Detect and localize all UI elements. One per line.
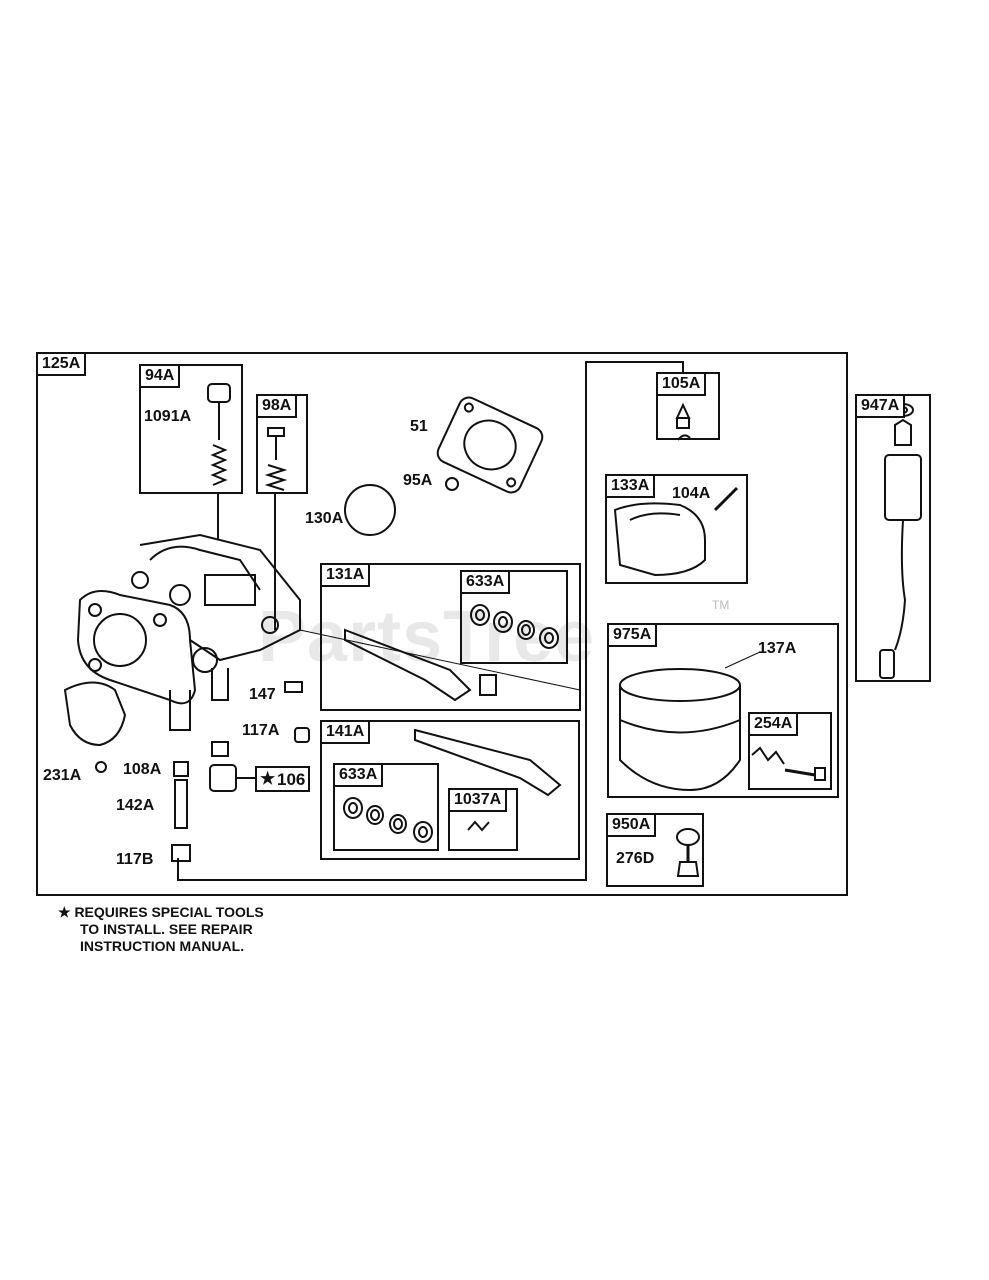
- group-tag-105A: 105A: [656, 372, 707, 396]
- carburetor-body-icon: [76, 533, 301, 731]
- part-label-147: 147: [249, 686, 276, 703]
- seal-rings-icon-633A-bottom: [343, 797, 433, 843]
- part-label-276D: 276D: [616, 850, 655, 867]
- trademark-symbol: TM: [712, 598, 730, 612]
- plug-icon-117B: [171, 844, 191, 862]
- solenoid-icon-947A: [894, 418, 912, 446]
- screw-icon-117A: [294, 727, 310, 743]
- note-line-1: ★ REQUIRES SPECIAL TOOLS: [58, 904, 264, 920]
- part-label-117B: 117B: [116, 851, 154, 868]
- gasket-icon-51: [436, 396, 544, 494]
- group-tag-94A: 94A: [139, 364, 181, 388]
- star-icon: ★: [260, 769, 276, 788]
- spring-icon-98A: [264, 464, 288, 491]
- part-label-106: 106: [277, 770, 306, 789]
- screw-icon-95A: [445, 477, 459, 491]
- group-tag-950A: 950A: [606, 813, 657, 837]
- group-box-633A-bottom: 633A: [333, 763, 439, 851]
- group-box-141A: 141A: [320, 720, 580, 860]
- choke-shaft-icon-141A: [414, 728, 562, 797]
- group-tag-133A: 133A: [605, 474, 656, 498]
- part-label-1091A: 1091A: [144, 408, 192, 425]
- screw-spring-icon-254A: [751, 746, 826, 781]
- group-tag-254A: 254A: [748, 712, 799, 736]
- group-box-125A: 125A: [36, 352, 848, 896]
- group-box-98A: 98A: [256, 394, 308, 494]
- group-box-133A: 133A: [605, 474, 748, 584]
- group-tag-633A-top: 633A: [460, 570, 511, 594]
- part-label-117A: 117A: [242, 722, 280, 739]
- group-box-947A: 947A: [855, 394, 931, 682]
- screw-icon-276D: [676, 861, 700, 877]
- screw-icon-147: [284, 681, 303, 693]
- part-label-130A: 130A: [305, 510, 344, 527]
- group-box-254A: 254A: [748, 712, 832, 790]
- special-tools-note: ★ REQUIRES SPECIAL TOOLS TO INSTALL. SEE…: [58, 904, 264, 955]
- group-tag-947A: 947A: [855, 394, 906, 418]
- group-box-975A: 975A: [607, 623, 839, 798]
- float-icon-133A: [613, 502, 706, 577]
- spring-icon-1037A: [467, 820, 490, 832]
- part-label-51: 51: [410, 418, 428, 435]
- part-label-142A: 142A: [116, 797, 155, 814]
- group-tag-141A: 141A: [320, 720, 371, 744]
- group-box-950A: 950A: [606, 813, 704, 887]
- note-line-3: INSTRUCTION MANUAL.: [80, 938, 245, 954]
- group-tag-633A-bottom: 633A: [333, 763, 384, 787]
- group-box-633A-top: 633A: [460, 570, 568, 664]
- float-bowl-icon-137A: [619, 668, 741, 792]
- part-label-108A: 108A: [123, 761, 162, 778]
- spring-icon-94A: [210, 444, 228, 486]
- part-label-104A: 104A: [672, 485, 711, 502]
- bushing-icon-108A: [173, 761, 189, 777]
- part-label-231A: 231A: [43, 767, 82, 784]
- gasket-icon-231A: [63, 681, 127, 747]
- callout-box-106: ★ 106: [255, 766, 310, 792]
- link-line-bottom: [177, 372, 587, 881]
- group-box-1037A: 1037A: [448, 788, 518, 851]
- group-box-105A: 105A: [656, 372, 720, 440]
- seal-rings-icon-633A-top: [470, 604, 559, 649]
- group-tag-125A: 125A: [36, 352, 87, 376]
- pipe-icon-142A: [174, 779, 188, 829]
- group-tag-1037A: 1037A: [448, 788, 508, 812]
- group-box-94A: 94A: [139, 364, 243, 494]
- throttle-plate-icon-130A: [344, 484, 396, 536]
- group-box-131A: 131A: [320, 563, 581, 711]
- note-line-2: TO INSTALL. SEE REPAIR: [80, 921, 253, 937]
- group-tag-975A: 975A: [607, 623, 658, 647]
- group-tag-98A: 98A: [256, 394, 298, 418]
- pin-icon-104A: [713, 486, 739, 512]
- part-label-137A: 137A: [758, 640, 797, 657]
- throttle-shaft-icon-131A: [344, 628, 472, 702]
- part-label-95A: 95A: [403, 472, 433, 489]
- link-line-105A: [585, 361, 684, 372]
- group-tag-131A: 131A: [320, 563, 371, 587]
